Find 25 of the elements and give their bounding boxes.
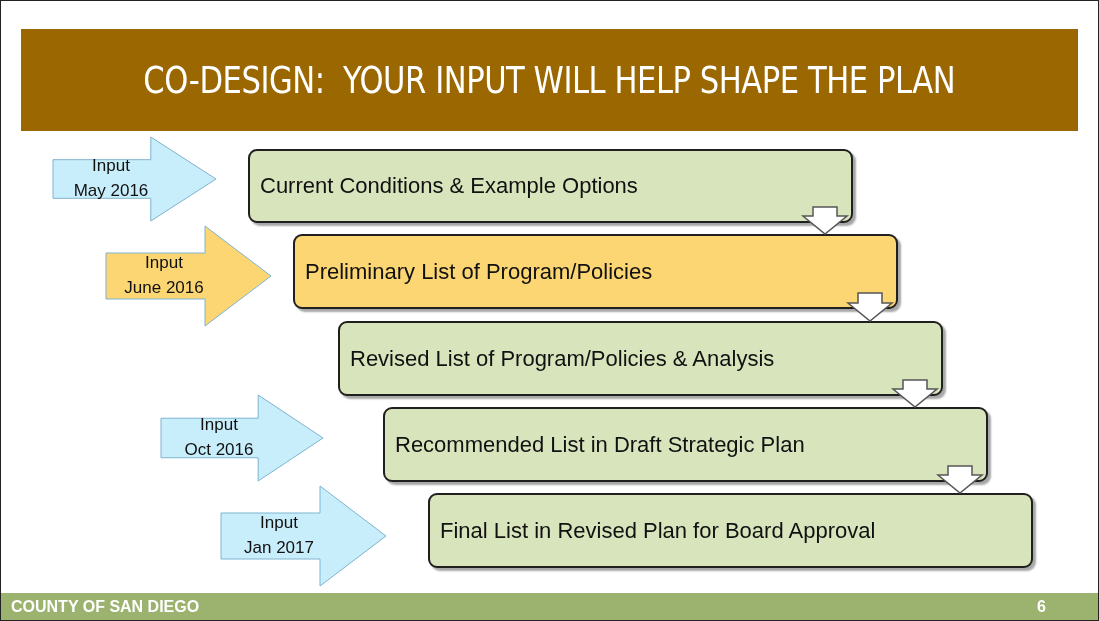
input-label: Input June 2016 — [123, 252, 205, 299]
step-box — [383, 407, 988, 482]
input-label: Input Oct 2016 — [183, 414, 255, 461]
input-label: Input Jan 2017 — [243, 512, 315, 559]
step-box — [338, 321, 943, 396]
input-callout — [106, 226, 271, 326]
step-label: Revised List of Program/Policies & Analysis — [350, 345, 775, 372]
input-callout — [53, 137, 216, 221]
down-block-arrow — [800, 206, 850, 235]
step-box — [428, 493, 1033, 568]
title: CO-DESIGN: YOUR INPUT WILL HELP SHAPE THE PLAN — [143, 58, 956, 102]
down-block-arrow — [890, 379, 940, 408]
step-label: Current Conditions & Example Options — [260, 173, 638, 199]
down-block-arrow — [845, 292, 895, 322]
step-label: Recommended List in Draft Strategic Plan — [395, 431, 805, 458]
input-callout — [221, 486, 386, 586]
footer-text: 6 — [1037, 597, 1046, 616]
step-label: Preliminary List of Program/Policies — [305, 258, 653, 285]
footer-text: COUNTY OF SAN DIEGO — [11, 597, 200, 616]
down-block-arrow — [935, 465, 985, 494]
input-label: Input May 2016 — [72, 155, 150, 202]
step-label: Final List in Revised Plan for Board Approval — [440, 517, 876, 544]
step-box — [293, 234, 898, 309]
step-box — [248, 149, 853, 223]
input-callout — [161, 395, 323, 481]
